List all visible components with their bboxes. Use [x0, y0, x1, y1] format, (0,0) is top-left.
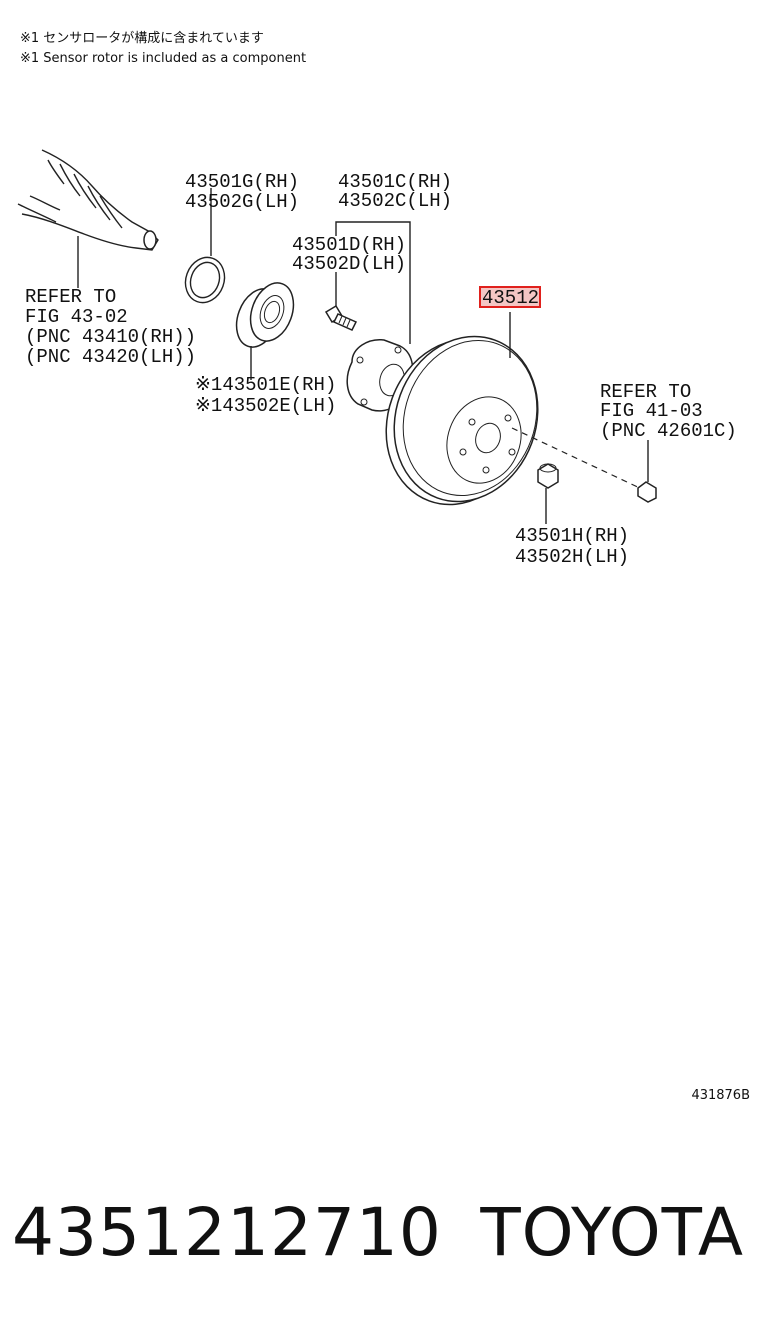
hub-leader-line — [335, 221, 411, 344]
label-hub-lh[interactable]: 43502C(LH) — [338, 190, 452, 212]
note-japanese: ※1 センサロータが構成に含まれています — [20, 30, 264, 46]
brake-disc-drawing — [385, 312, 539, 506]
label-snap-ring-lh[interactable]: 43502G(LH) — [185, 191, 299, 213]
label-bearing-lh[interactable]: ※143502E(LH) — [195, 395, 336, 417]
label-hub-bolt-rh[interactable]: 43501D(RH) — [292, 234, 406, 256]
ref-screw-line-2: FIG 41-03 — [600, 400, 703, 422]
ref-screw-line-1: REFER TO — [600, 381, 691, 403]
screw-drawing — [637, 440, 657, 503]
figure-code: 431876B — [691, 1088, 750, 1103]
highlight-box-disc — [479, 286, 541, 308]
label-disc[interactable]: 43512 — [482, 287, 539, 309]
drive-shaft-drawing — [17, 149, 159, 288]
label-hub-bolt-lh[interactable]: 43502D(LH) — [292, 253, 406, 275]
hub-nut-drawing — [537, 463, 559, 524]
ref-shaft-line-3: (PNC 43410(RH)) — [25, 326, 196, 348]
brand-name: TOYOTA — [479, 1194, 744, 1271]
ref-shaft-line-1: REFER TO — [25, 286, 116, 308]
label-bearing-rh[interactable]: ※143501E(RH) — [195, 374, 336, 396]
bearing-drawing — [235, 282, 295, 380]
ref-shaft-line-4: (PNC 43420(LH)) — [25, 346, 196, 368]
snap-ring-drawing — [184, 188, 226, 304]
part-number: 4351212710 — [12, 1194, 442, 1271]
ref-shaft-line-2: FIG 43-02 — [25, 306, 128, 328]
ref-screw-line-3: (PNC 42601C) — [600, 420, 737, 442]
note-english: ※1 Sensor rotor is included as a compone… — [20, 51, 306, 66]
label-nut-rh[interactable]: 43501H(RH) — [515, 525, 629, 547]
axis-dashed-line — [511, 427, 645, 491]
label-hub-rh[interactable]: 43501C(RH) — [338, 171, 452, 193]
label-snap-ring-rh[interactable]: 43501G(RH) — [185, 171, 299, 193]
label-nut-lh[interactable]: 43502H(LH) — [515, 546, 629, 568]
hub-bolt-drawing — [324, 272, 358, 331]
